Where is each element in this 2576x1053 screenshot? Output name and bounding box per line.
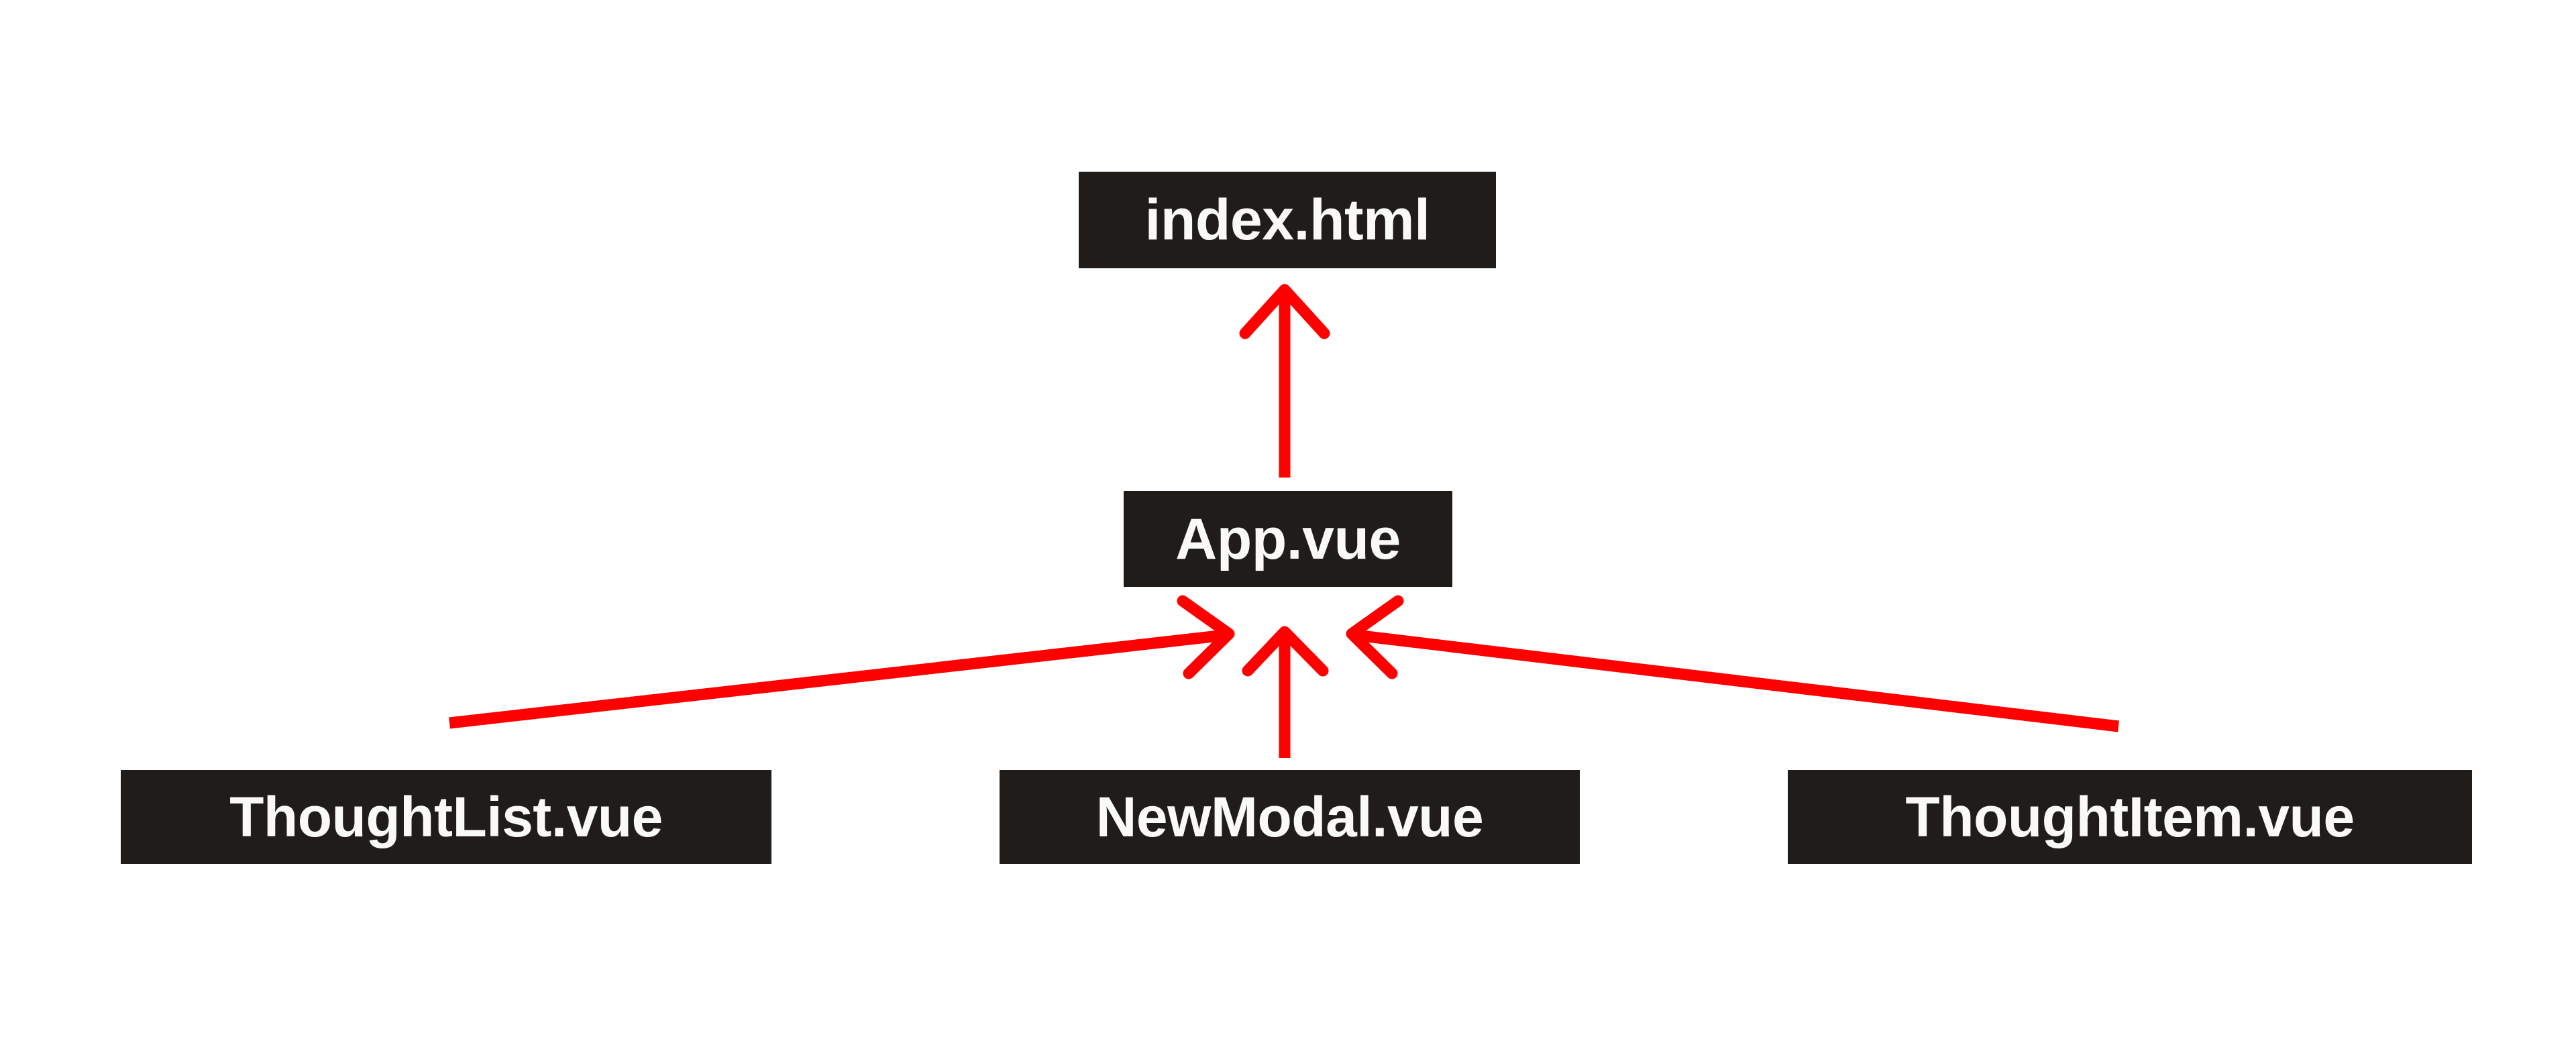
node-newmodal-vue[interactable]: NewModal.vue	[1000, 770, 1580, 864]
edge-newmodal-to-app	[1242, 626, 1329, 758]
node-app-vue[interactable]: App.vue	[1124, 491, 1452, 587]
edge-app-to-index-arrowhead	[1239, 284, 1330, 339]
edge-thoughtitem-to-app	[1346, 595, 2120, 732]
edge-thoughtlist-to-app	[449, 595, 1235, 729]
edge-app-to-index	[1239, 284, 1330, 478]
node-thoughtitem-vue[interactable]: ThoughtItem.vue	[1788, 770, 2472, 864]
edge-thoughtitem-to-app-arrowhead	[1346, 595, 1404, 679]
edge-newmodal-to-app-arrowhead	[1242, 626, 1329, 677]
edge-thoughtitem-to-app-shaft	[1354, 629, 2120, 732]
edge-thoughtlist-to-app-shaft	[449, 629, 1226, 729]
node-thoughtlist-vue[interactable]: ThoughtList.vue	[121, 770, 771, 864]
edge-thoughtlist-to-app-arrowhead	[1177, 595, 1235, 679]
node-index-html[interactable]: index.html	[1079, 172, 1496, 268]
